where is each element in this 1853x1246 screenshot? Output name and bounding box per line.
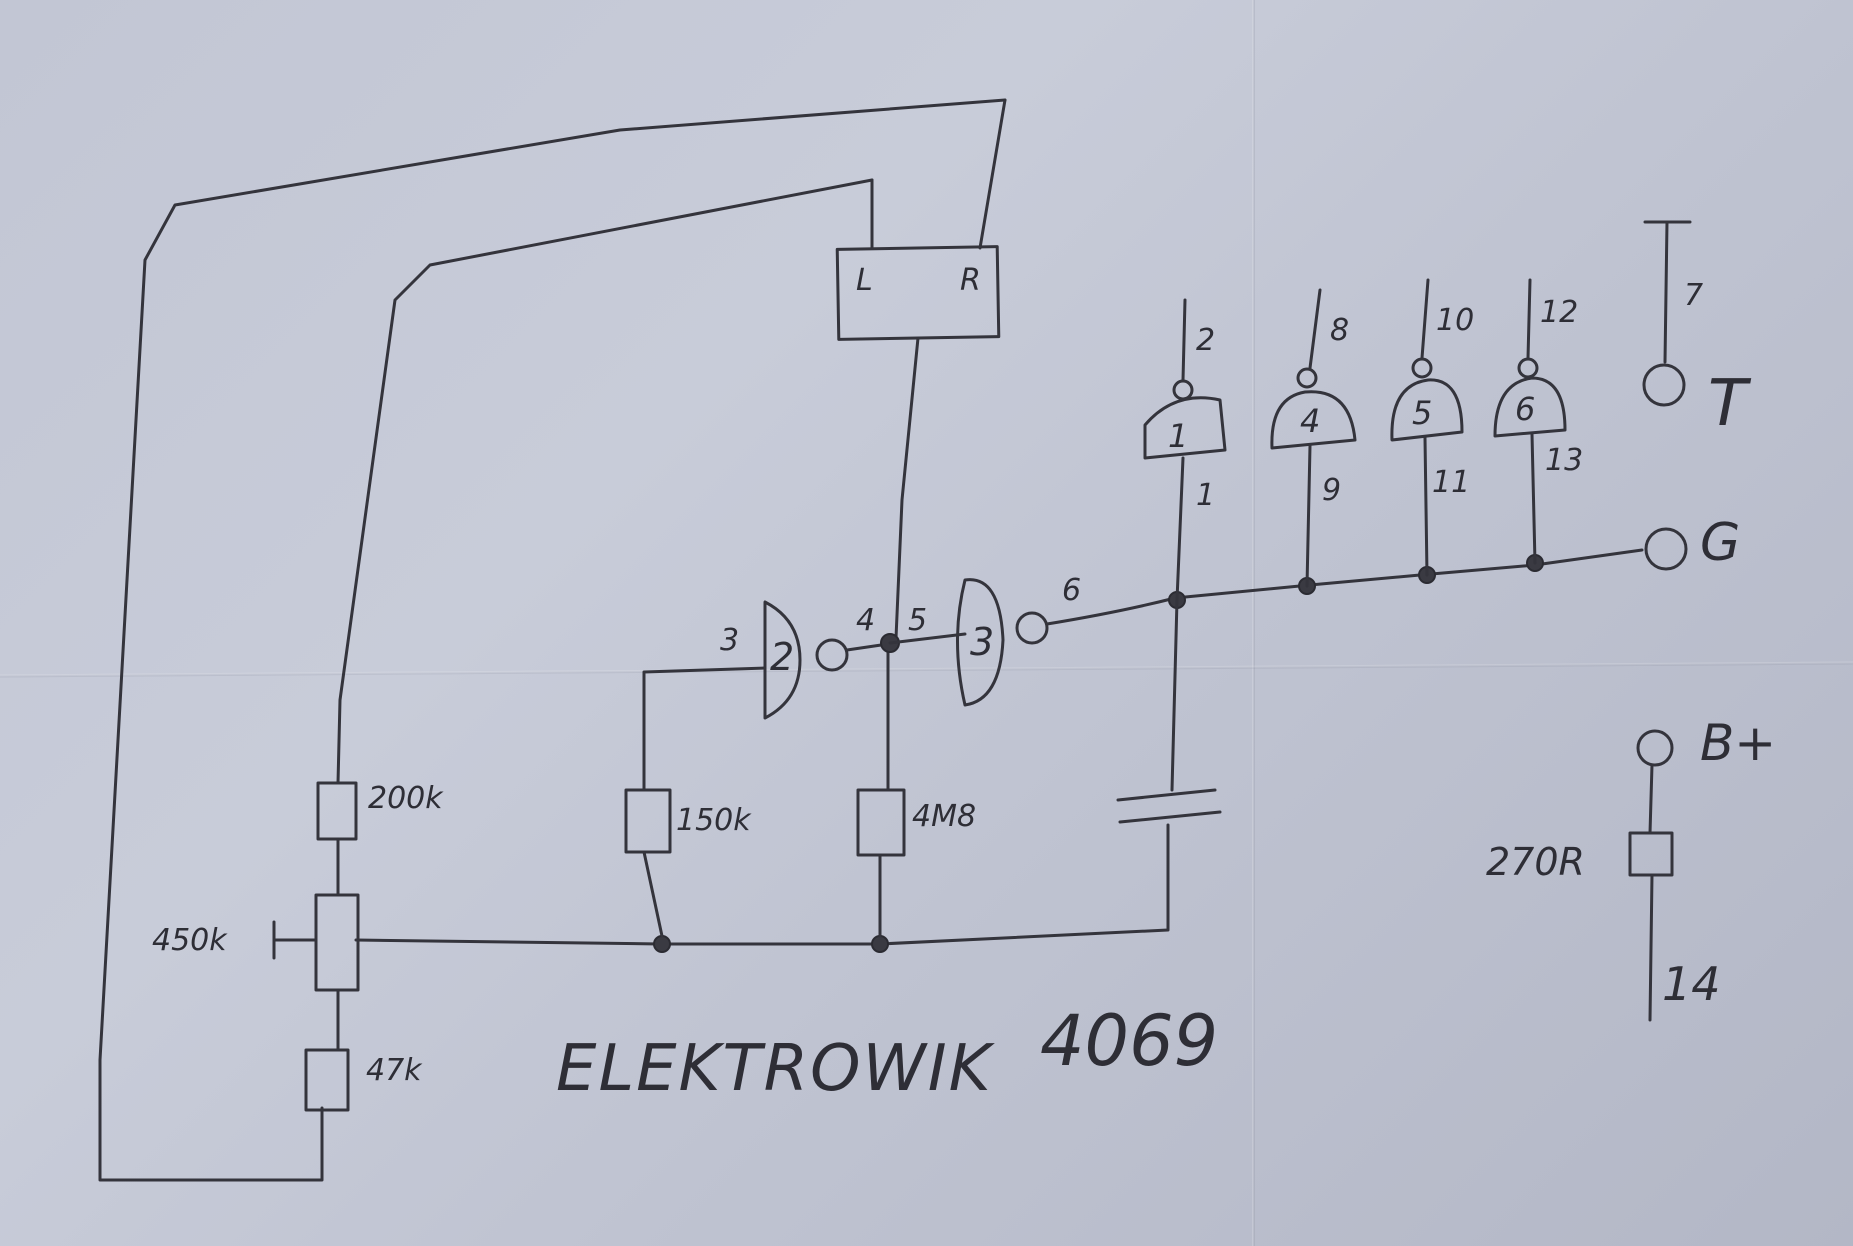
- pin-14-label: 14: [1662, 957, 1721, 1011]
- paper-fold-vertical: [1252, 0, 1255, 1246]
- speaker-left-label: L: [856, 263, 873, 298]
- output-bus: G: [1045, 513, 1740, 626]
- gate-2: 2 3 4: [720, 600, 900, 720]
- pin-2-label: 2: [1196, 323, 1215, 358]
- junction-150k: [653, 935, 671, 953]
- speaker: L R: [835, 98, 1007, 341]
- pin-8-label: 8: [1330, 313, 1349, 348]
- resistor-200k: [316, 781, 358, 841]
- pin-9-label: 9: [1322, 473, 1341, 508]
- gate-3: 3 5 6: [888, 573, 1081, 707]
- terminal-t: [1642, 363, 1686, 407]
- label-47k: 47k: [366, 1053, 423, 1088]
- speaker-to-node-wire: [894, 336, 920, 640]
- gate-4: 4 8 9: [1270, 288, 1357, 588]
- pin-4-label: 4: [856, 603, 875, 638]
- label-450k: 450k: [152, 923, 228, 958]
- capacitor: [1116, 598, 1222, 824]
- junction-4m8: [871, 935, 889, 953]
- pin-12-label: 12: [1540, 295, 1578, 330]
- gate-6: 6 12 13: [1493, 278, 1583, 565]
- resistor-150k-branch: 150k: [624, 666, 767, 938]
- pin-6-label: 6: [1062, 573, 1081, 608]
- gate-2-label: 2: [770, 635, 794, 679]
- gate-6-label: 6: [1515, 390, 1535, 428]
- terminal-bplus-label: B+: [1700, 714, 1776, 772]
- resistor-4m8: [856, 788, 906, 857]
- bottom-bus: [354, 823, 1170, 953]
- pin-3-label: 3: [720, 623, 739, 658]
- terminal-g: [1644, 527, 1688, 571]
- label-270r: 270R: [1486, 840, 1585, 884]
- gate-5: 5 10 11: [1390, 278, 1474, 577]
- pin-5-label: 5: [908, 603, 927, 638]
- pin-13-label: 13: [1545, 443, 1583, 478]
- pin-7-label: 7: [1684, 278, 1703, 313]
- speaker-right-label: R: [960, 263, 981, 298]
- gate-3-label: 3: [970, 620, 994, 664]
- feedback-wires: [98, 98, 1007, 1182]
- gate-1: 1 2 1: [1143, 298, 1227, 602]
- label-150k: 150k: [676, 803, 752, 838]
- pin-10-label: 10: [1436, 303, 1474, 338]
- terminal-t-group: 7 T: [1642, 220, 1752, 441]
- resistor-270r: [1628, 831, 1674, 877]
- terminal-t-label: T: [1708, 367, 1752, 441]
- label-200k: 200k: [368, 781, 444, 816]
- chip-label: 4069: [1040, 1000, 1218, 1082]
- pin-11-label: 11: [1432, 465, 1470, 500]
- terminal-bplus: [1636, 729, 1674, 767]
- gate-4-label: 4: [1300, 402, 1320, 440]
- gate-1-label: 1: [1168, 417, 1188, 455]
- gate-5-label: 5: [1412, 394, 1432, 432]
- label-4m8: 4M8: [912, 799, 976, 834]
- title-label: ELEKTROWIK: [556, 1032, 996, 1106]
- pin-1-label: 1: [1196, 478, 1215, 513]
- power-group: B+ 270R 14: [1486, 714, 1776, 1022]
- terminal-g-label: G: [1700, 513, 1740, 573]
- resistor-150k: [624, 788, 672, 854]
- resistor-47k: [304, 1048, 350, 1112]
- left-resistor-chain: 200k 450k 47k: [152, 781, 444, 1112]
- resistor-4m8-branch: 4M8: [856, 642, 976, 938]
- potentiometer-450k: [314, 893, 360, 992]
